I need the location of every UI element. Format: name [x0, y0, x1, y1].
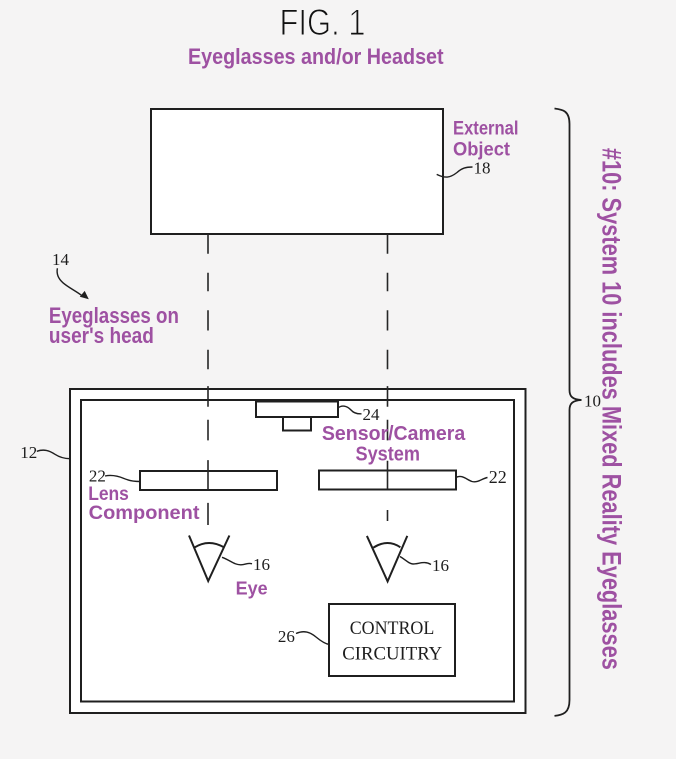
- svg-text:10: 10: [584, 392, 601, 411]
- svg-text:External: External: [453, 117, 519, 139]
- svg-text:18: 18: [474, 159, 491, 178]
- svg-text:16: 16: [253, 555, 270, 574]
- svg-text:Eye: Eye: [236, 579, 268, 599]
- svg-text:22: 22: [89, 467, 106, 486]
- svg-text:Component: Component: [89, 503, 200, 524]
- svg-text:16: 16: [432, 556, 449, 575]
- svg-text:#10: System 10 includes Mixed: #10: System 10 includes Mixed Reality Ey…: [597, 148, 627, 670]
- svg-text:Object: Object: [453, 139, 510, 161]
- svg-text:Lens: Lens: [88, 484, 129, 505]
- svg-text:Eyeglasses on: Eyeglasses on: [49, 303, 179, 328]
- svg-text:24: 24: [363, 405, 381, 424]
- svg-text:Sensor/Camera: Sensor/Camera: [322, 423, 466, 445]
- svg-text:FIG. 1: FIG. 1: [280, 2, 366, 43]
- svg-text:CIRCUITRY: CIRCUITRY: [342, 644, 442, 665]
- svg-text:Eyeglasses and/or Headset: Eyeglasses and/or Headset: [188, 44, 444, 69]
- svg-text:user's head: user's head: [49, 323, 154, 348]
- svg-text:14: 14: [52, 250, 70, 269]
- svg-text:26: 26: [278, 627, 295, 646]
- svg-text:System: System: [356, 443, 421, 465]
- svg-text:CONTROL: CONTROL: [350, 618, 435, 639]
- svg-text:12: 12: [20, 443, 37, 462]
- svg-text:22: 22: [489, 467, 507, 487]
